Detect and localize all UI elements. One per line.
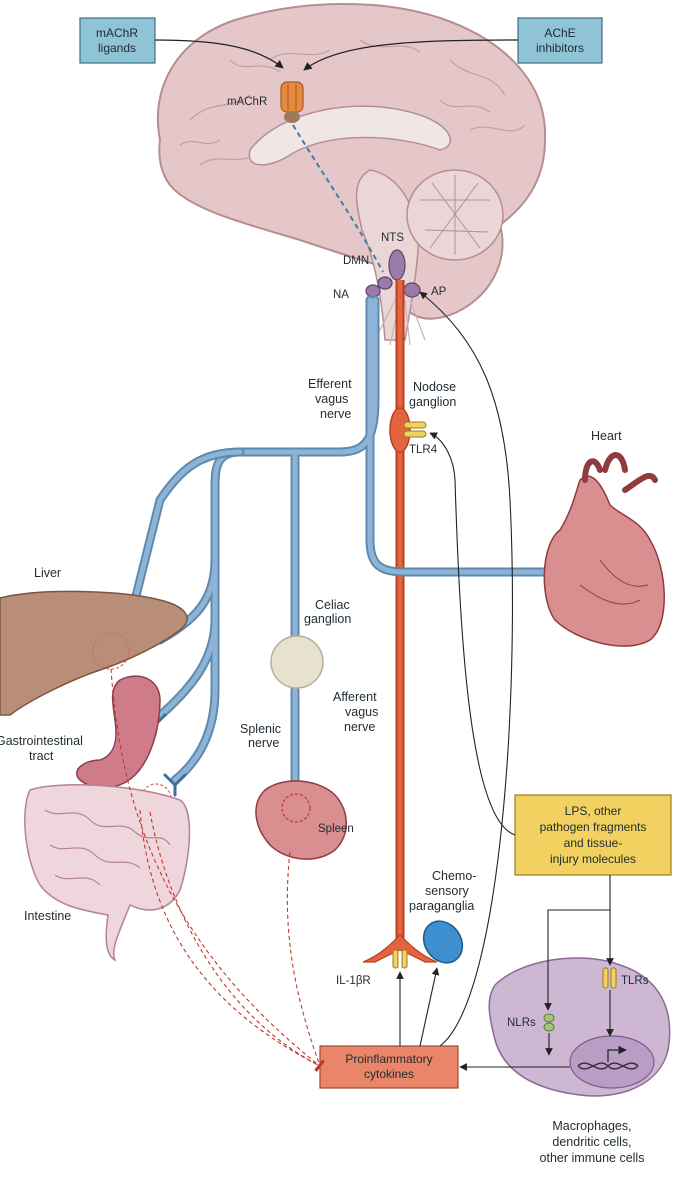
ache-arrow <box>303 39 519 71</box>
splenic-label-line-1: Splenic <box>240 722 281 736</box>
ap-nucleus <box>403 282 421 298</box>
chemo-label-line-3: paraganglia <box>409 899 474 913</box>
corpus-callosum <box>248 105 452 166</box>
lps-line-3: and tissue- <box>564 836 623 850</box>
brain-gyri <box>179 39 526 166</box>
afferent-label-line-3: nerve <box>344 720 375 734</box>
dmn-label: DMN <box>343 255 369 267</box>
lps-box: LPS, other pathogen fragments and tissue… <box>514 794 672 876</box>
na-label: NA <box>333 289 349 301</box>
tlrs-label: TLRs <box>621 975 649 987</box>
intestine-organ <box>24 784 191 962</box>
dmn-nucleus <box>377 276 393 290</box>
nodose-label-line-1: Nodose <box>413 380 456 394</box>
ap-label: AP <box>431 286 447 298</box>
inhibitory-pathways <box>110 668 325 1072</box>
dna-icon <box>577 1062 639 1070</box>
heart-label: Heart <box>591 429 622 443</box>
central-cholinergic-pathway <box>292 124 384 273</box>
lps-line-1: LPS, other <box>565 804 622 818</box>
cerebellum <box>406 169 504 261</box>
cytokines-line-2: cytokines <box>364 1067 414 1081</box>
spleen-organ <box>255 780 347 860</box>
heart-organ <box>543 452 665 647</box>
il1br-label: IL-1βR <box>336 975 371 987</box>
liver-label: Liver <box>34 566 61 580</box>
spleen-label: Spleen <box>318 823 354 835</box>
cytokines-box: Proinflammatory cytokines <box>319 1045 459 1089</box>
chemo-label-line-2: sensory <box>425 884 470 898</box>
afferent-vagus-nerve <box>362 280 438 963</box>
machr-label: mAChR <box>227 96 267 108</box>
splenic-label-line-2: nerve <box>248 736 279 750</box>
tlrs-receptor-icon <box>602 967 617 989</box>
brainstem-roots <box>374 299 426 346</box>
celiac-label-line-2: ganglion <box>304 612 351 626</box>
nlrs-receptor-icon <box>543 1013 555 1032</box>
tlr4-receptor-icon <box>403 421 427 438</box>
efferent-label-line-3: nerve <box>320 407 351 421</box>
nodose-label-line-2: ganglion <box>409 395 456 409</box>
machr-receptor-icon <box>280 81 304 123</box>
brainstem-nuclei <box>365 249 421 298</box>
afferent-label-line-2: vagus <box>345 705 378 719</box>
afferent-label-line-1: Afferent <box>333 690 377 704</box>
macrophage-nucleus <box>569 1035 655 1089</box>
celiac-ganglion <box>270 635 324 689</box>
brain-outline <box>156 2 547 320</box>
signal-arrows <box>396 291 614 1071</box>
ache-inhibitors-line-2: inhibitors <box>536 41 584 55</box>
immune-cells-label-line-3: other immune cells <box>540 1151 645 1165</box>
lps-line-2: pathogen fragments <box>540 820 647 834</box>
gi-tract-label-line-2: tract <box>29 749 54 763</box>
ache-inhibitors-box: AChE inhibitors <box>517 17 603 64</box>
liver-organ <box>0 590 188 716</box>
nts-nucleus <box>388 249 406 281</box>
chemosensory-paraganglia-icon <box>422 920 464 964</box>
gi-tract-label-line-1: Gastrointestinal <box>0 734 83 748</box>
intestine-label: Intestine <box>24 909 71 923</box>
il1br-receptor-icon <box>392 949 408 969</box>
chemo-label-line-1: Chemo- <box>432 869 476 883</box>
immune-cells-label-line-1: Macrophages, <box>552 1119 631 1133</box>
immune-cells-label-line-2: dendritic cells, <box>552 1135 631 1149</box>
efferent-vagus-nerve <box>125 295 595 795</box>
machr-ligands-line-1: mAChR <box>96 26 138 40</box>
machr-ligands-box: mAChR ligands <box>79 17 156 64</box>
cytokines-line-1: Proinflammatory <box>345 1052 432 1066</box>
afferent-terminal <box>362 934 438 963</box>
efferent-label-line-2: vagus <box>315 392 348 406</box>
nodose-ganglion <box>389 407 411 453</box>
efferent-label-line-1: Efferent <box>308 377 352 391</box>
brain <box>156 2 547 346</box>
transcription-arrow <box>607 1045 627 1062</box>
tlr4-label: TLR4 <box>409 444 438 456</box>
na-nucleus <box>365 284 381 298</box>
lps-line-4: injury molecules <box>550 852 636 866</box>
ligand-arrow <box>154 39 284 69</box>
nts-label: NTS <box>381 232 404 244</box>
ache-inhibitors-line-1: AChE <box>544 26 575 40</box>
celiac-label-line-1: Celiac <box>315 598 350 612</box>
macrophage-cell <box>488 957 671 1097</box>
machr-ligands-line-2: ligands <box>98 41 136 55</box>
nlrs-label: NLRs <box>507 1017 536 1029</box>
